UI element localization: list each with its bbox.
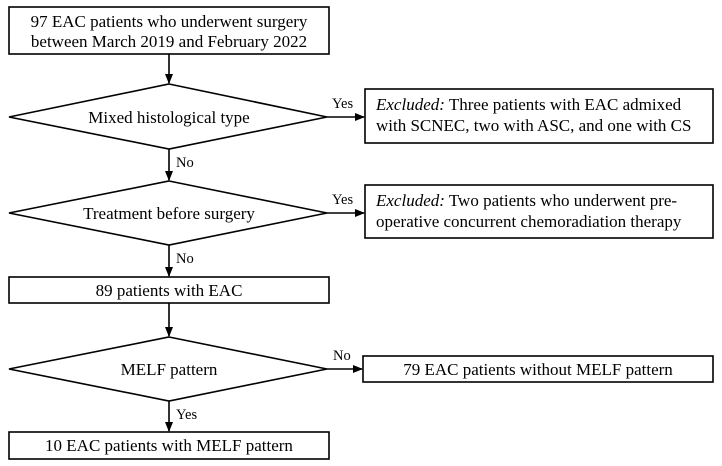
- negative-result-label: 79 EAC patients without MELF pattern: [403, 360, 673, 379]
- excluded1-line2: with SCNEC, two with ASC, and one with C…: [376, 116, 691, 135]
- excluded2-line1: Excluded: Two patients who underwent pre…: [375, 191, 677, 210]
- start-box: 97 EAC patients who underwent surgery be…: [8, 6, 330, 55]
- decision1-no-label: No: [176, 155, 194, 171]
- cohort-label: 89 patients with EAC: [96, 281, 243, 300]
- excluded-box-2: Excluded: Two patients who underwent pre…: [364, 184, 714, 239]
- excluded1-line1: Excluded: Three patients with EAC admixe…: [375, 95, 682, 114]
- decision1-yes-label: Yes: [332, 96, 353, 112]
- decision1-label: Mixed histological type: [88, 108, 249, 127]
- decision2-no-label: No: [176, 251, 194, 267]
- decision2-label: Treatment before surgery: [83, 204, 255, 223]
- start-box-line2: between March 2019 and February 2022: [31, 32, 307, 51]
- positive-result-box: 10 EAC patients with MELF pattern: [8, 431, 330, 460]
- decision3-no-label: No: [333, 348, 351, 364]
- decision3-yes-label: Yes: [176, 407, 197, 423]
- decision2-yes-label: Yes: [332, 192, 353, 208]
- excluded2-line2: operative concurrent chemoradiation ther…: [376, 212, 682, 231]
- excluded-box-1: Excluded: Three patients with EAC admixe…: [364, 88, 714, 144]
- decision3-label: MELF pattern: [121, 360, 218, 379]
- positive-result-label: 10 EAC patients with MELF pattern: [45, 436, 293, 455]
- decision-melf-pattern: MELF pattern: [8, 336, 328, 402]
- negative-result-box: 79 EAC patients without MELF pattern: [362, 355, 714, 383]
- cohort-box: 89 patients with EAC: [8, 276, 330, 304]
- start-box-line1: 97 EAC patients who underwent surgery: [31, 12, 308, 31]
- decision-mixed-histological-type: Mixed histological type: [8, 83, 328, 150]
- decision-treatment-before-surgery: Treatment before surgery: [8, 180, 328, 246]
